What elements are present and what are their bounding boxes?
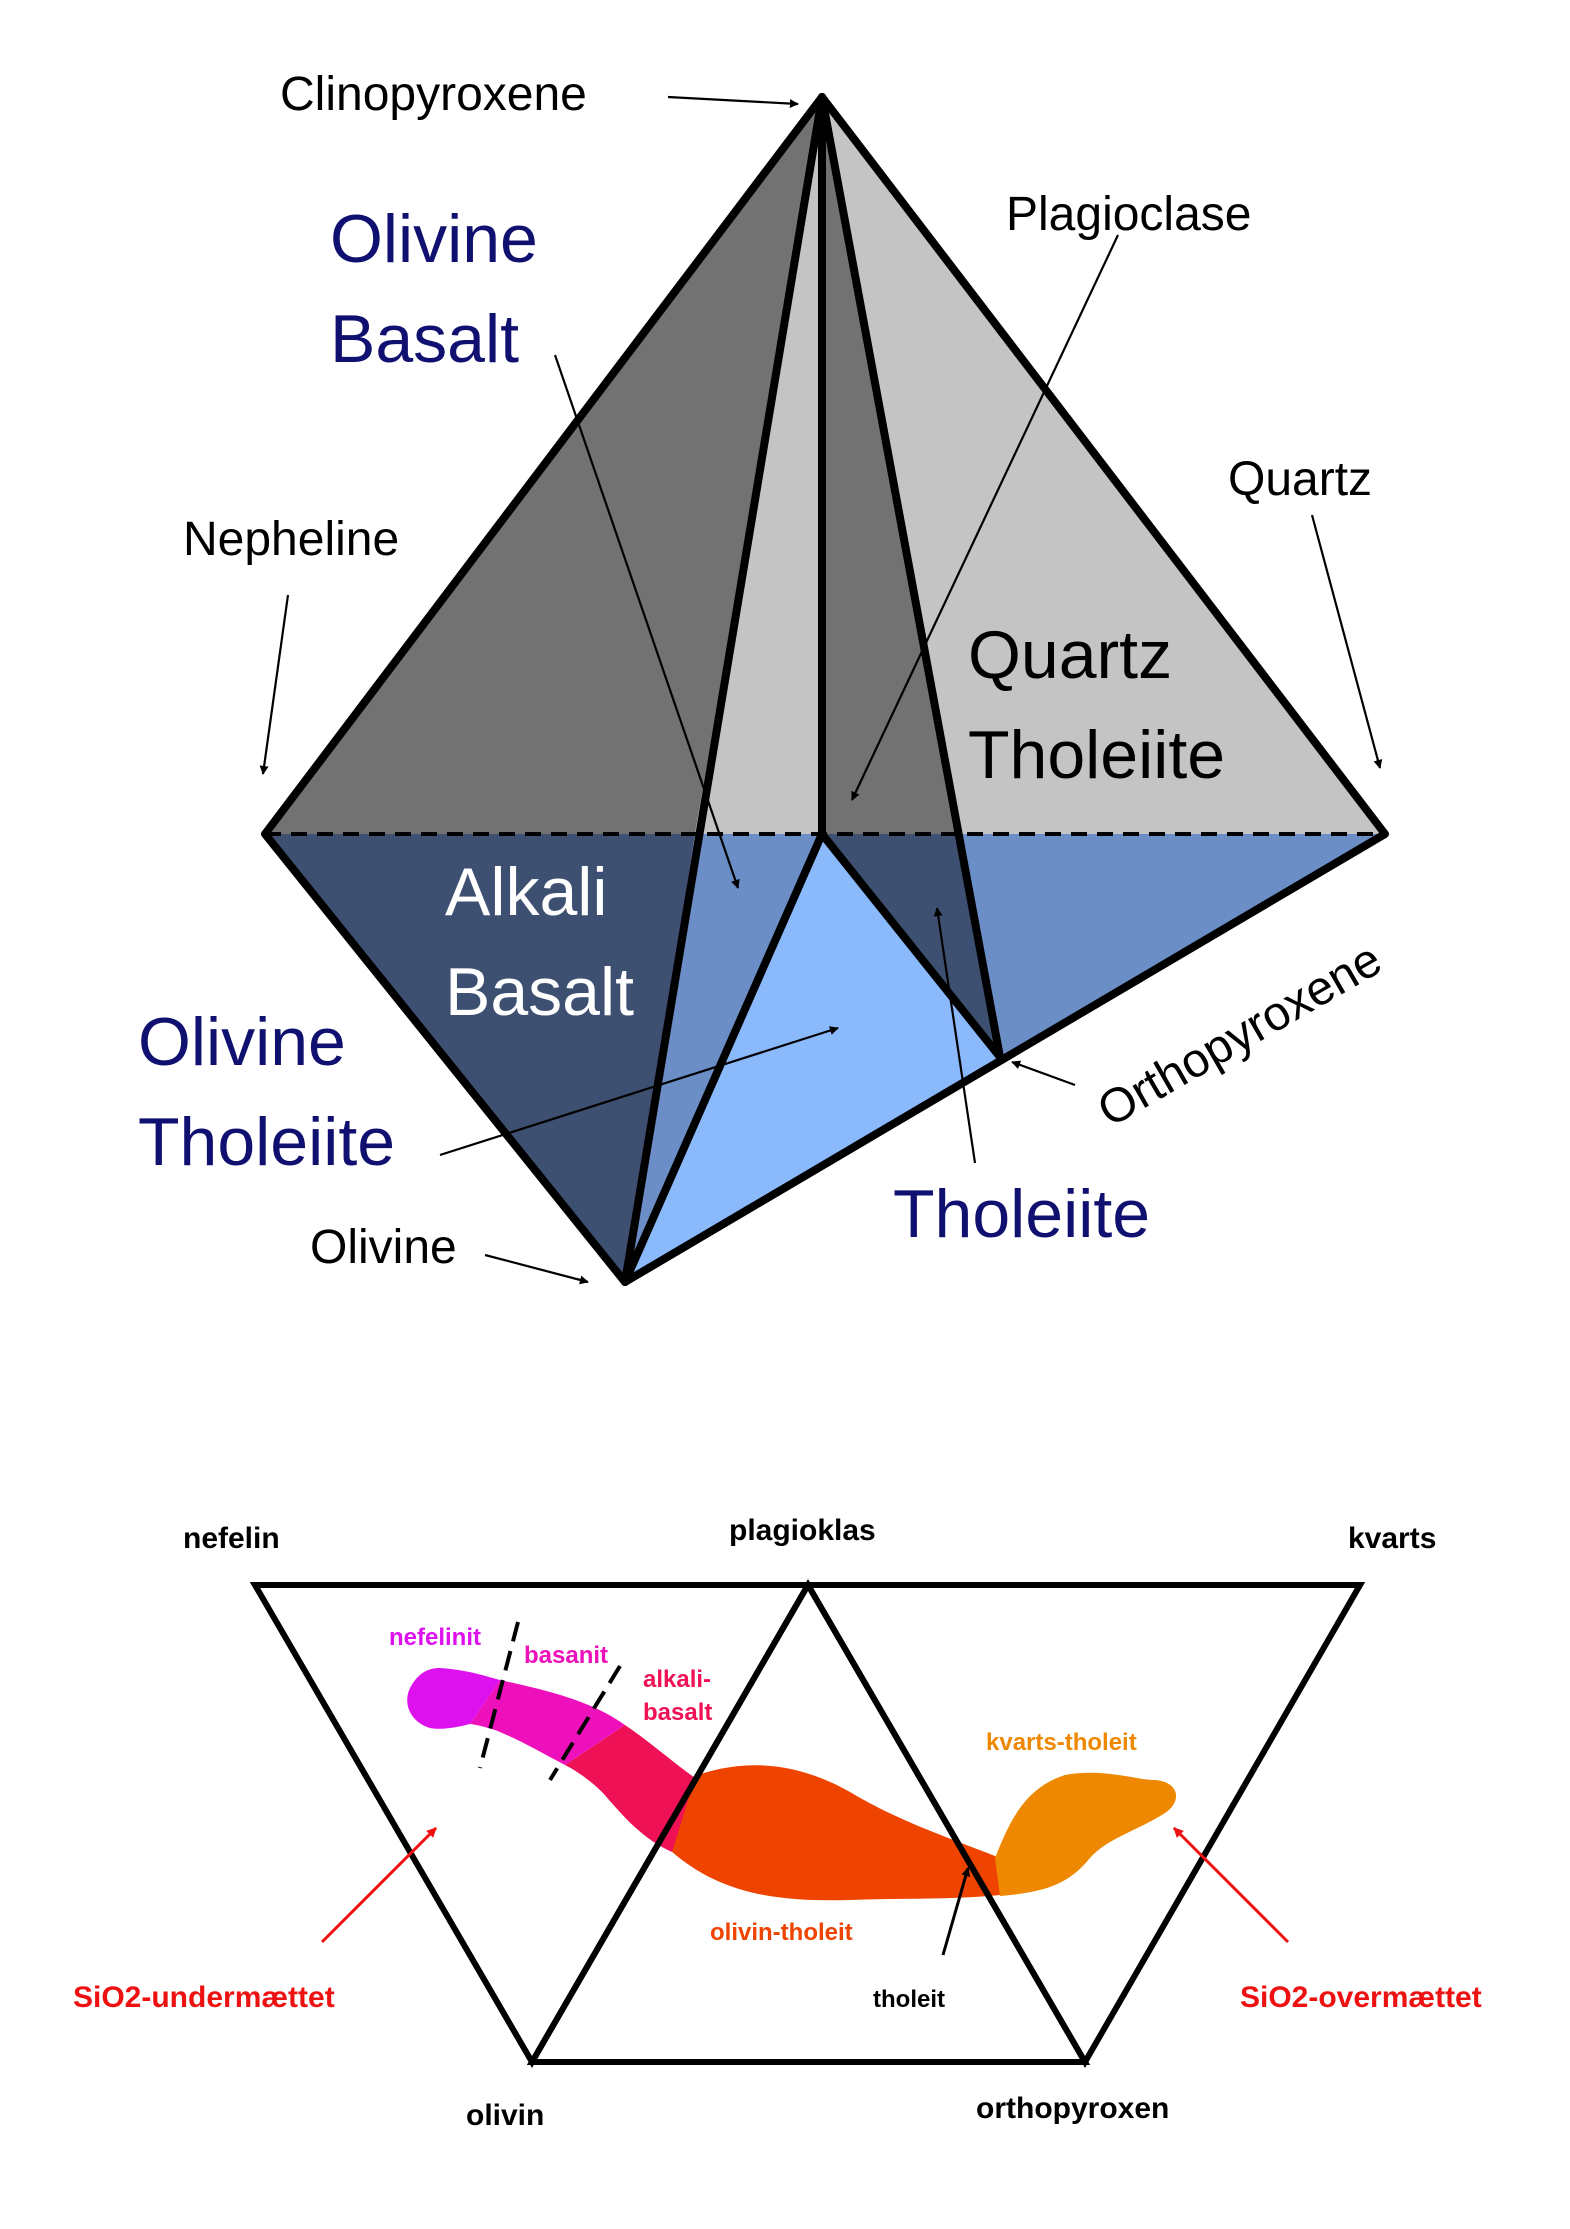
arrow-nepheline — [259, 594, 290, 775]
label-plagioclase: Plagioclase — [1006, 188, 1251, 241]
edge-plagioclase-orthopyroxene — [818, 830, 1004, 1061]
label-plagioklas: plagioklas — [729, 1514, 876, 1547]
label-nepheline: Nepheline — [183, 513, 399, 566]
label-alkali-basalt-line1: Alkali — [445, 854, 608, 930]
label-alkali-basalt-line2: Basalt — [445, 954, 634, 1030]
label-nefelinit: nefelinit — [389, 1624, 481, 1651]
boundary-basanit-alkalibasalt — [548, 1664, 622, 1782]
label-alkalibasalt-line1: alkali- — [643, 1666, 711, 1693]
label-quartz: Quartz — [1228, 453, 1372, 506]
label-olivin: olivin — [466, 2099, 544, 2132]
label-olivine: Olivine — [310, 1221, 457, 1274]
arrow-olivine-basalt — [553, 354, 740, 889]
label-tholeiite: Tholeiite — [893, 1176, 1150, 1252]
arrow-orthopyroxene — [1011, 1060, 1076, 1087]
band-kvarts-tholeit — [995, 1772, 1177, 1896]
arrow-olivine-tholeiite — [439, 1026, 839, 1157]
face-alkali-basalt — [265, 834, 695, 1282]
label-clinopyroxene: Clinopyroxene — [280, 68, 587, 121]
label-kvarts: kvarts — [1348, 1522, 1436, 1555]
arrow-tholeiite — [933, 907, 977, 1164]
label-olivin-tholeit: olivin-tholeit — [710, 1919, 853, 1946]
boundary-nefelinit-basanit — [478, 1621, 520, 1769]
label-olivine-tholeiite-line1: Olivine — [138, 1004, 346, 1080]
label-sio2-undermaettet: SiO2-undermættet — [73, 1981, 335, 2014]
edge-clinopyroxene-orthopyroxene — [818, 93, 1004, 1061]
band-basanit — [470, 1680, 625, 1765]
label-olivine-basalt-line1: Olivine — [330, 201, 538, 277]
band-alkalibasalt — [565, 1725, 695, 1852]
label-olivine-basalt-line2: Basalt — [330, 301, 519, 377]
label-basanit: basanit — [524, 1642, 608, 1669]
label-olivine-tholeiite-line2: Tholeiite — [138, 1104, 395, 1180]
label-quartz-tholeiite-line1: Quartz — [968, 617, 1172, 693]
triangle-plagioklas-kvarts-orthopyroxen — [802, 1582, 1366, 2068]
label-tholeit: tholeit — [873, 1986, 945, 2013]
label-orthopyroxen: orthopyroxen — [976, 2092, 1169, 2125]
edge-plagioclase-olivine — [621, 830, 826, 1286]
band-nefelinit — [407, 1668, 500, 1729]
projection-diagram: nefelin plagioklas kvarts olivin orthopy… — [73, 1514, 1482, 2132]
arrow-sio2-under — [320, 1826, 438, 1944]
arrow-quartz — [1310, 514, 1383, 769]
arrow-tholeit — [941, 1867, 971, 1956]
face-orthopyroxene-side — [960, 834, 1385, 1057]
face-olivine-tholeiite — [625, 834, 1000, 1282]
label-quartz-tholeiite-line2: Tholeiite — [968, 717, 1225, 793]
label-sio2-overmaettet: SiO2-overmættet — [1240, 1981, 1482, 2014]
label-alkalibasalt-line2: basalt — [643, 1699, 712, 1726]
arrow-sio2-over — [1172, 1826, 1290, 1944]
arrow-clinopyroxene — [667, 95, 799, 109]
arrow-olivine — [484, 1253, 589, 1285]
arrow-plagioclase — [851, 234, 1119, 801]
tetrahedron: Clinopyroxene Plagioclase Quartz Nepheli… — [138, 68, 1390, 1286]
band-olivin-tholeit — [670, 1765, 1000, 1901]
label-kvarts-tholeit: kvarts-tholeit — [986, 1729, 1137, 1756]
label-nefelin: nefelin — [183, 1522, 280, 1555]
